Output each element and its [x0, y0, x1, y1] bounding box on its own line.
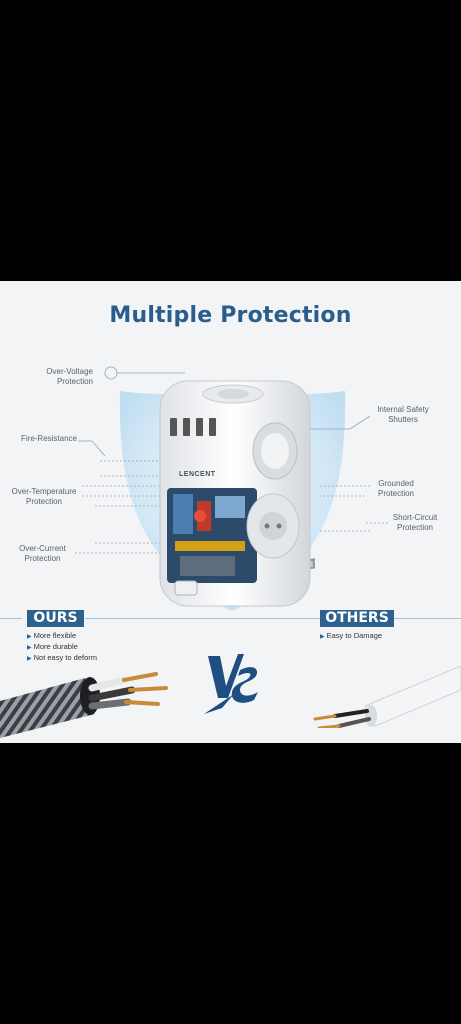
others-point-1: ▶Easy to Damage: [320, 631, 383, 640]
label-internal-safety-shutters: Internal Safety Shutters: [377, 405, 429, 424]
ours-point-2: ▶More durable: [27, 642, 78, 651]
label-over-temperature: Over-Temperature Protection: [11, 487, 77, 506]
ours-point-1: ▶More flexible: [27, 631, 77, 640]
label-grounded-protection: Grounded Protection: [377, 479, 415, 498]
plain-cable-image: [313, 665, 461, 728]
divider-left-a: [0, 618, 22, 619]
label-fire-resistance: Fire-Resistance: [20, 434, 77, 443]
ours-tag: OURS: [27, 610, 84, 627]
product-infographic: Multiple Protection: [0, 281, 461, 743]
label-short-circuit-protection: Short-Circuit Protection: [392, 513, 438, 532]
label-over-current: Over-Current Protection: [19, 544, 66, 563]
ours-point-3: ▶Not easy to deform: [27, 653, 97, 662]
callout-lines: [75, 366, 388, 554]
divider-middle: [85, 618, 320, 619]
power-strip-cube-image: [159, 380, 315, 607]
brand-logo-text: LENCENT: [179, 471, 216, 478]
braided-cable-image: [0, 672, 168, 738]
vs-logo: [204, 654, 258, 714]
others-tag: OTHERS: [320, 610, 394, 627]
label-over-voltage: Over-Voltage Protection: [46, 367, 93, 386]
divider-right: [393, 618, 461, 619]
page-title: Multiple Protection: [109, 303, 352, 328]
